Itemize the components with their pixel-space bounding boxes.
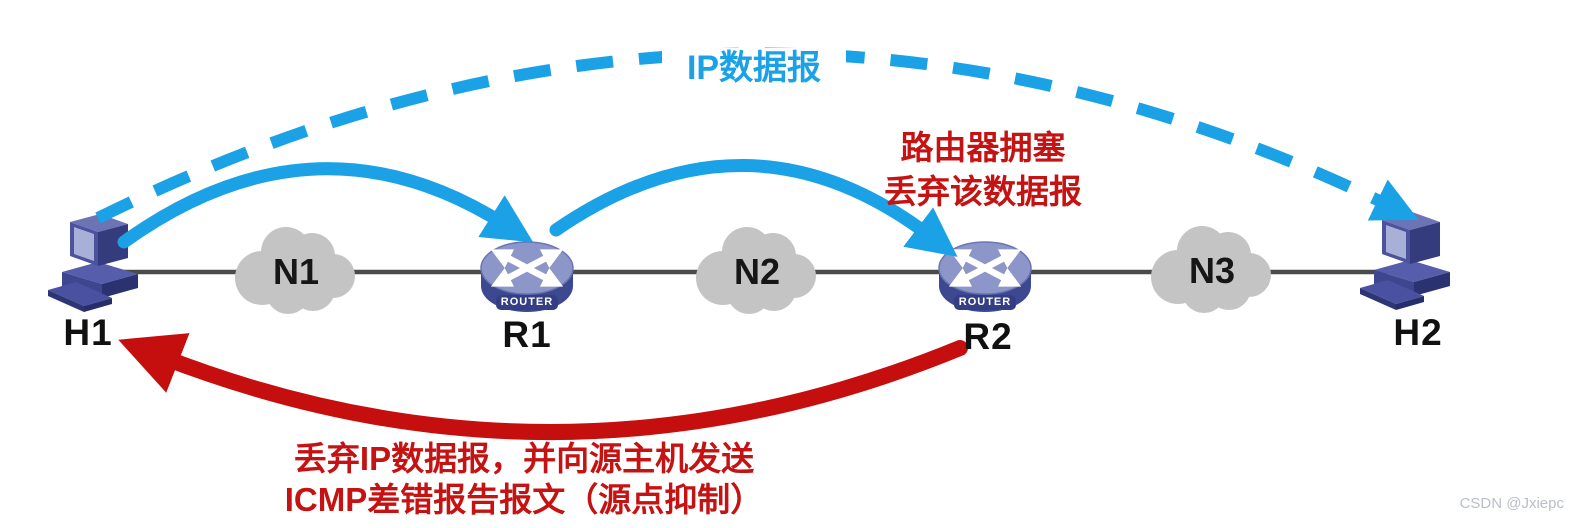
congestion-note-line1: 路由器拥塞	[900, 129, 1066, 166]
icmp-return-arrow	[118, 333, 968, 440]
icmp-error-note: 丢弃IP数据报，并向源主机发送 ICMP差错报告报文（源点抑制）	[214, 438, 834, 520]
ip-datagram-label: IP数据报	[662, 48, 846, 90]
ip-datagram-dashed-arc	[95, 47, 1419, 224]
csdn-watermark: CSDN @Jxiepc	[1459, 495, 1564, 512]
hop-arrow-h1-r1	[117, 162, 534, 249]
node-label-n3: N3	[1188, 250, 1236, 291]
node-label-h2: H2	[1393, 312, 1443, 353]
node-label-h1: H1	[63, 312, 113, 353]
router-r1-badge-text: ROUTER	[500, 296, 554, 308]
router-r2-badge-text: ROUTER	[958, 296, 1012, 308]
congestion-note-line2: 丢弃该数据报	[884, 173, 1082, 210]
node-label-r2: R2	[963, 316, 1013, 357]
router-congestion-note: 路由器拥塞 丢弃该数据报	[818, 126, 1148, 214]
icmp-note-line1: 丢弃IP数据报，并向源主机发送	[293, 440, 755, 477]
node-label-n2: N2	[733, 251, 781, 292]
node-label-r1: R1	[502, 314, 552, 355]
node-label-n1: N1	[272, 251, 320, 292]
h1-computer-icon	[48, 214, 138, 312]
h2-computer-icon	[1360, 212, 1450, 310]
icmp-note-line2: ICMP差错报告报文（源点抑制）	[284, 481, 764, 518]
hop-arrow-r1-r2	[549, 159, 958, 257]
